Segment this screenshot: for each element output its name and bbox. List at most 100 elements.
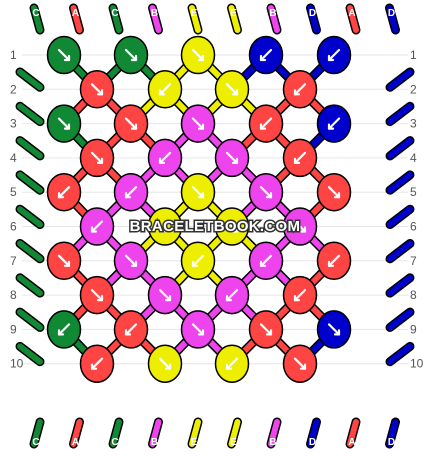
knot bbox=[316, 241, 352, 281]
arrow-head bbox=[231, 157, 239, 164]
arrow-se-icon bbox=[259, 323, 273, 336]
row-number-left: 4 bbox=[10, 151, 17, 165]
thread-segment bbox=[17, 309, 43, 331]
arrow-sw-icon bbox=[57, 323, 71, 336]
row-number-left: 9 bbox=[10, 322, 17, 336]
arrow-sw-icon bbox=[124, 323, 138, 336]
row-number-right: 10 bbox=[410, 357, 424, 371]
arrow-head bbox=[90, 226, 98, 233]
row-number-left: 3 bbox=[10, 117, 17, 131]
thread-segment bbox=[70, 5, 83, 33]
arrow-sw-icon bbox=[293, 83, 307, 96]
thread-letter-top: E bbox=[230, 8, 237, 19]
knot bbox=[79, 344, 115, 383]
row-number-right: 4 bbox=[410, 151, 417, 165]
thread-segment bbox=[387, 171, 413, 194]
arrow-sw-icon bbox=[293, 151, 307, 164]
arrow-se-icon bbox=[57, 117, 71, 130]
arrow-se-icon bbox=[327, 186, 341, 199]
knot bbox=[79, 70, 115, 109]
arrow-se-icon bbox=[327, 323, 341, 336]
knot bbox=[316, 104, 352, 143]
arrow-sw-icon bbox=[225, 289, 239, 302]
thread-segment bbox=[17, 103, 43, 125]
thread-segment bbox=[149, 419, 162, 447]
arrow-head bbox=[299, 363, 307, 370]
knot bbox=[214, 138, 250, 178]
thread-segment bbox=[31, 5, 43, 33]
thread-letter-top: E bbox=[191, 8, 198, 19]
knot bbox=[248, 172, 284, 212]
thread-letter-top: C bbox=[32, 8, 39, 19]
arrow-head bbox=[231, 89, 239, 96]
arrow-head bbox=[197, 123, 205, 130]
row-number-left: 7 bbox=[10, 254, 17, 268]
arrow-head bbox=[333, 192, 341, 199]
arrow-sw-icon bbox=[90, 220, 104, 233]
thread-segment bbox=[17, 274, 43, 297]
arrow-head bbox=[90, 363, 98, 370]
thread-letter-bottom: D bbox=[309, 437, 316, 448]
arrow-head bbox=[164, 363, 172, 370]
row-number-right: 9 bbox=[410, 322, 417, 336]
knot bbox=[316, 172, 352, 212]
knot bbox=[282, 138, 318, 178]
arrow-sw-icon bbox=[191, 254, 205, 267]
thread-segment bbox=[387, 274, 413, 297]
arrow-se-icon bbox=[124, 254, 138, 267]
thread-letter-top: A bbox=[72, 8, 79, 19]
thread-segment bbox=[387, 343, 413, 365]
knot bbox=[282, 275, 318, 315]
arrow-head bbox=[327, 123, 335, 130]
arrow-se-icon bbox=[90, 151, 104, 164]
arrow-se-icon bbox=[191, 186, 205, 199]
knot bbox=[282, 70, 318, 109]
arrow-sw-icon bbox=[158, 220, 172, 233]
knot bbox=[113, 35, 149, 75]
knot bbox=[113, 104, 149, 143]
arrow-head bbox=[124, 192, 132, 199]
arrow-se-icon bbox=[191, 48, 205, 62]
knot bbox=[46, 35, 82, 75]
knot bbox=[248, 310, 284, 349]
thread-segment bbox=[386, 5, 399, 33]
knot bbox=[147, 207, 183, 246]
thread-letter-top: A bbox=[348, 8, 355, 19]
thread-letter-top: B bbox=[269, 8, 276, 19]
arrow-se-icon bbox=[90, 83, 104, 96]
arrow-se-icon bbox=[57, 48, 71, 62]
thread-segment bbox=[386, 419, 399, 447]
arrow-head bbox=[158, 226, 166, 233]
arrow-se-icon bbox=[259, 186, 273, 199]
thread-letter-bottom: E bbox=[230, 437, 237, 448]
arrow-head bbox=[197, 192, 205, 199]
arrow-head bbox=[57, 192, 65, 199]
knot bbox=[180, 310, 216, 349]
arrow-head bbox=[130, 54, 138, 62]
arrow-head bbox=[124, 329, 132, 336]
arrow-sw-icon bbox=[158, 83, 172, 96]
thread-segment bbox=[110, 419, 122, 447]
arrow-sw-icon bbox=[327, 48, 341, 62]
knot bbox=[180, 241, 216, 281]
row-number-right: 6 bbox=[410, 220, 417, 234]
arrow-head bbox=[191, 260, 199, 267]
arrow-head bbox=[259, 123, 267, 130]
knot bbox=[113, 310, 149, 349]
arrow-head bbox=[265, 329, 273, 336]
arrow-head bbox=[130, 260, 138, 267]
thread-segment bbox=[268, 419, 280, 447]
knot bbox=[248, 35, 284, 75]
arrow-sw-icon bbox=[57, 186, 71, 199]
arrow-se-icon bbox=[124, 48, 138, 62]
thread-segment bbox=[268, 5, 280, 33]
knot bbox=[79, 138, 115, 178]
thread-segment bbox=[31, 419, 43, 447]
thread-segment bbox=[17, 171, 43, 194]
arrow-head bbox=[293, 157, 301, 164]
row-number-right: 5 bbox=[410, 185, 417, 199]
knot bbox=[147, 138, 183, 178]
knot bbox=[248, 104, 284, 143]
arrow-head bbox=[57, 329, 65, 336]
